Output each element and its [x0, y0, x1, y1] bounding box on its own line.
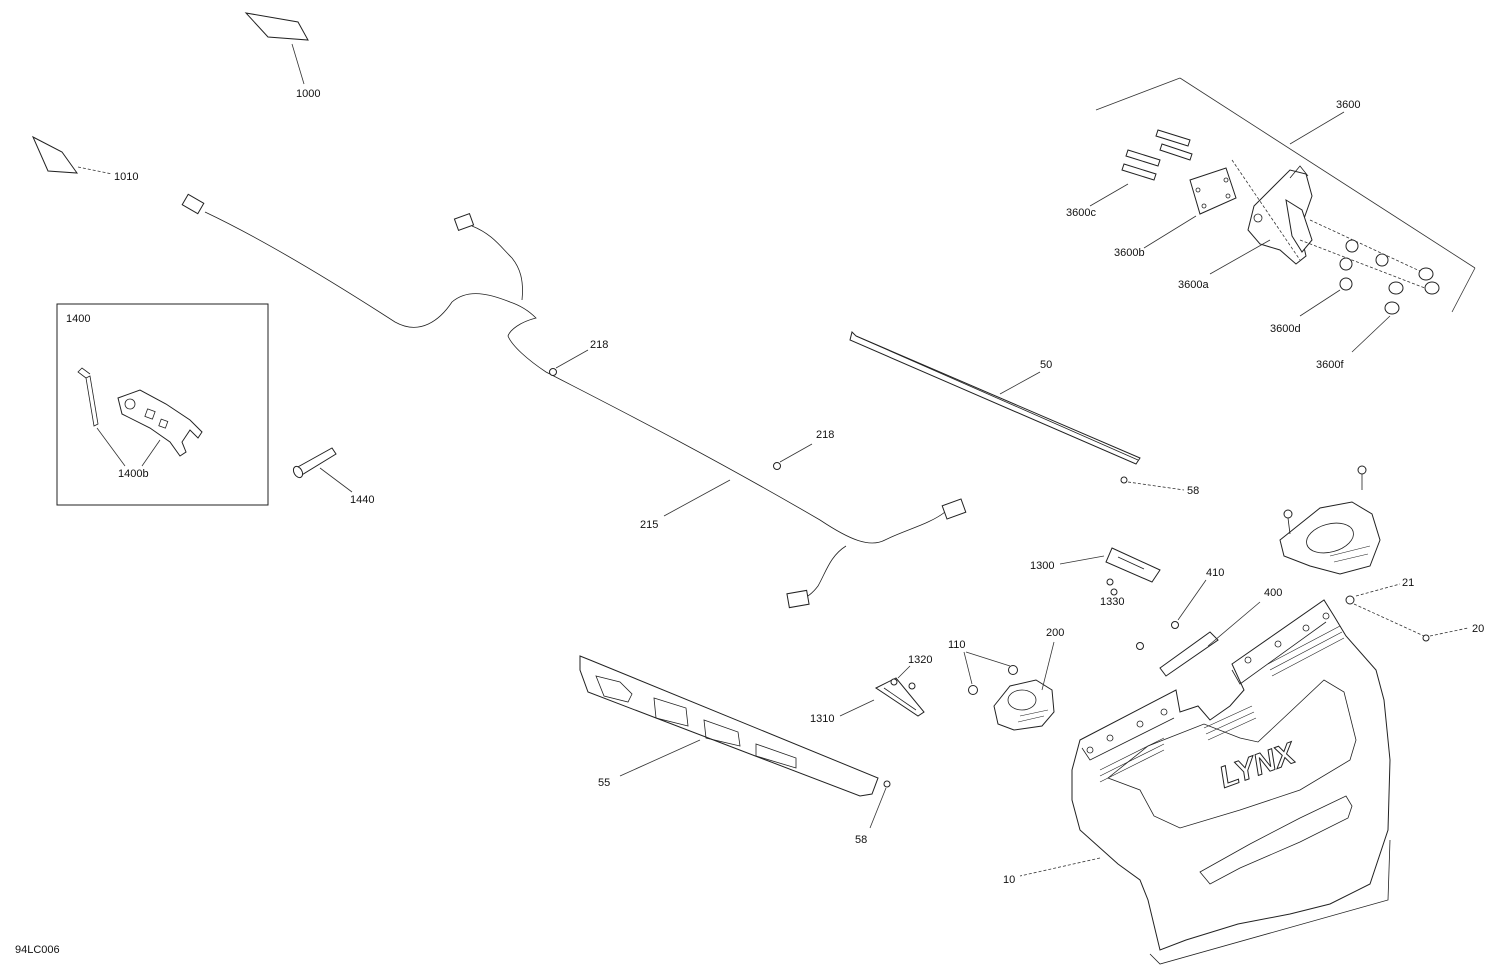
callout-1300: 1300 — [1030, 560, 1054, 572]
callout-400: 400 — [1264, 587, 1282, 599]
spanner-wrench-icon[interactable] — [117, 389, 203, 457]
callout-50: 50 — [1040, 359, 1052, 371]
wiring-harness-215[interactable] — [181, 193, 967, 609]
callout-1400: 1400 — [66, 313, 90, 325]
callout-3600: 3600 — [1336, 99, 1360, 111]
callout-215: 215 — [640, 519, 658, 531]
callout-3600c: 3600c — [1066, 207, 1096, 219]
callout-410: 410 — [1206, 567, 1224, 579]
washer-21[interactable] — [1345, 595, 1355, 605]
tail-light-housing-left[interactable] — [993, 679, 1055, 731]
clip-218-upper[interactable] — [549, 368, 557, 376]
callout-3600d: 3600d — [1270, 323, 1301, 335]
callout-1310: 1310 — [810, 713, 834, 725]
callout-3600b: 3600b — [1114, 247, 1145, 259]
nut-410[interactable] — [1136, 621, 1179, 650]
callout-1440: 1440 — [350, 494, 374, 506]
nut-110-pair[interactable] — [968, 665, 1018, 695]
rear-flap-10[interactable] — [1071, 599, 1391, 965]
side-trim-55[interactable] — [579, 655, 879, 797]
cap-nut-3600f-set[interactable] — [1384, 267, 1440, 315]
callout-1000: 1000 — [296, 88, 320, 100]
callout-218-lower: 218 — [816, 429, 834, 441]
callout-1010: 1010 — [114, 171, 138, 183]
callout-200: 200 — [1046, 627, 1064, 639]
hitch-bracket-3600a[interactable] — [1247, 165, 1313, 265]
nut-1330-pair[interactable] — [1106, 578, 1118, 596]
callout-21: 21 — [1402, 577, 1414, 589]
callout-1330: 1330 — [1100, 596, 1124, 608]
screw-58-upper[interactable] — [1120, 476, 1128, 484]
callout-3600a: 3600a — [1178, 279, 1209, 291]
diagram-code: 94LC006 — [15, 944, 60, 956]
screw-20[interactable] — [1422, 634, 1430, 642]
callout-10: 10 — [1003, 874, 1015, 886]
callout-58-lower: 58 — [855, 834, 867, 846]
callout-1320: 1320 — [908, 654, 932, 666]
tool-kit-box — [56, 303, 269, 506]
callout-218-upper: 218 — [590, 339, 608, 351]
callout-3600f: 3600f — [1316, 359, 1344, 371]
reflector-400[interactable] — [1159, 631, 1219, 677]
nut-3600d-set[interactable] — [1339, 239, 1389, 291]
reflector-1310[interactable] — [875, 677, 925, 717]
callout-20: 20 — [1472, 623, 1484, 635]
backing-plate-3600b[interactable] — [1189, 167, 1237, 215]
callout-1400b: 1400b — [118, 468, 149, 480]
hex-key-icon[interactable] — [77, 367, 99, 427]
decal-1010[interactable] — [31, 135, 79, 174]
reflector-1300[interactable] — [1105, 547, 1161, 583]
nut-1320-pair[interactable] — [890, 678, 916, 690]
bolt-3600c-set[interactable] — [1121, 129, 1193, 181]
screw-58-lower[interactable] — [883, 780, 891, 788]
clip-218-lower[interactable] — [773, 462, 781, 470]
callout-55: 55 — [598, 777, 610, 789]
decal-1000[interactable] — [244, 12, 309, 41]
trim-strip-50[interactable] — [849, 331, 1141, 465]
callout-110: 110 — [948, 639, 966, 651]
tail-light-housing-right[interactable] — [1279, 465, 1381, 575]
bolt-1440[interactable] — [292, 447, 337, 479]
callout-58-upper: 58 — [1187, 485, 1199, 497]
